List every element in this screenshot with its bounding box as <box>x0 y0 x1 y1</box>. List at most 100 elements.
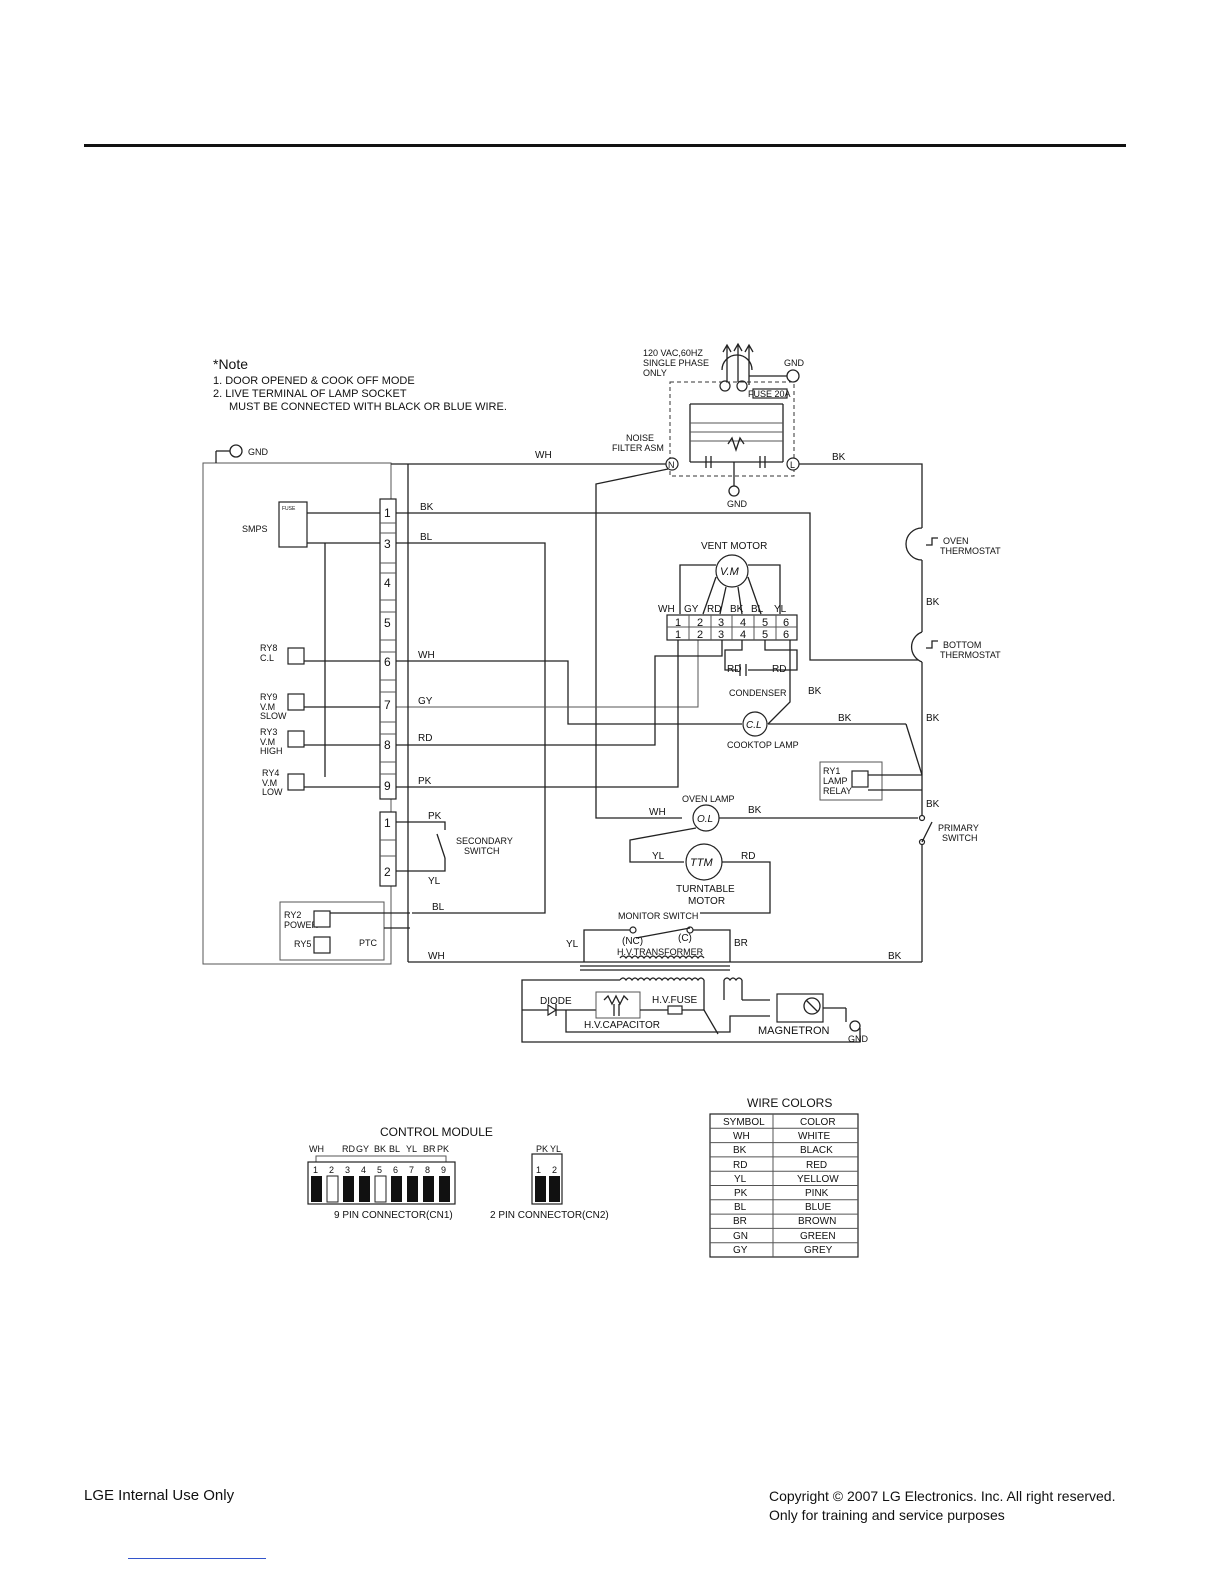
ry2-sub: POWER <box>284 920 319 930</box>
vm-symbol-text: V.M <box>720 566 740 578</box>
control-gnd-label: GND <box>248 447 269 457</box>
hv-fuse-label: H.V.FUSE <box>652 995 698 1006</box>
l-terminal-label: L <box>790 460 795 470</box>
wire-label-bl-ry2: BL <box>432 902 445 913</box>
ry3-sub-1: V.M <box>260 737 275 747</box>
cn1-pin-4: 4 <box>384 576 391 590</box>
wc-symbol: YL <box>734 1174 747 1185</box>
wc-symbol: BL <box>734 1202 747 1213</box>
wire-label-yl-ttm: YL <box>652 851 665 862</box>
cn1-label-wh: WH <box>309 1144 324 1154</box>
ry9-label: RY9 <box>260 692 277 702</box>
ry9-sub-2: SLOW <box>260 711 287 721</box>
cn1-label-gy: GY <box>356 1144 369 1154</box>
cn2-num-1: 1 <box>536 1165 541 1175</box>
supply-gnd-label: GND <box>784 358 805 368</box>
noise-filter-label-2: FILTER ASM <box>612 443 664 453</box>
secondary-switch-label-1: SECONDARY <box>456 836 513 846</box>
cn1-num-8: 8 <box>425 1165 430 1175</box>
control-ground-icon <box>229 444 243 458</box>
cn1-label-bk: BK <box>374 1144 386 1154</box>
filter-gnd-label: GND <box>727 499 748 509</box>
condenser-label: CONDENSER <box>729 688 787 698</box>
wire-label-wh-bottom: WH <box>428 951 445 962</box>
varistor-icon <box>727 436 745 453</box>
supply-line-3: ONLY <box>643 368 667 378</box>
cl-symbol-text: C.L <box>746 720 762 731</box>
bottom-thermostat: BOTTOM THERMOSTAT <box>910 631 1001 663</box>
wire-colors-header-color: COLOR <box>800 1117 836 1128</box>
supply-line-2: SINGLE PHASE <box>643 358 709 368</box>
hv-capacitor-block <box>595 991 641 1019</box>
cooktop-lamp-label: COOKTOP LAMP <box>727 740 799 750</box>
wire-label-gy-pin7: GY <box>418 696 433 707</box>
wc-color: GREY <box>804 1245 833 1256</box>
turntable-motor: TTM YL RD TURNTABLE MOTOR <box>652 843 771 914</box>
primary-switch: PRIMARY SWITCH <box>918 814 979 846</box>
cn1-pin-5: 5 <box>384 616 391 630</box>
ry5-label: RY5 <box>294 939 311 949</box>
noise-filter-label-1: NOISE <box>626 433 654 443</box>
vm-pin-top-3: 3 <box>718 617 724 629</box>
power-supply: 120 VAC,60HZ SINGLE PHASE ONLY GND FUSE … <box>612 342 805 509</box>
fuse-label: FUSE 20A <box>748 389 791 399</box>
monitor-c-label: (C) <box>678 933 692 944</box>
cn1-connector <box>379 498 397 800</box>
cn1-num-6: 6 <box>393 1165 398 1175</box>
copyright-line: Copyright © 2007 LG Electronics. Inc. Al… <box>769 1488 1116 1504</box>
vm-pin-top-6: 6 <box>783 617 789 629</box>
bottom-thermostat-icon <box>910 631 923 663</box>
vm-pin-top-2: 2 <box>697 617 703 629</box>
relay-ry4: RY4 V.M LOW <box>262 768 380 797</box>
wc-symbol: BK <box>733 1145 747 1156</box>
wc-symbol: BR <box>733 1216 747 1227</box>
cn1-label-yl: YL <box>406 1144 417 1154</box>
magnetron: GND MAGNETRON <box>742 993 869 1044</box>
wire-label-br-hv: BR <box>734 938 748 949</box>
wc-symbol: WH <box>733 1131 750 1142</box>
cn1-label-bl: BL <box>389 1144 400 1154</box>
filament-winding-icon <box>723 977 743 982</box>
bottom-thermostat-label-1: BOTTOM <box>943 640 981 650</box>
cn1-num-4: 4 <box>361 1165 366 1175</box>
cn1-pin-8: 8 <box>384 738 391 752</box>
vm-pin-top-4: 4 <box>740 617 746 629</box>
monitor-nc-label: (NC) <box>622 936 643 947</box>
wire-colors-title: WIRE COLORS <box>747 1096 832 1110</box>
cn1-pin-1: 1 <box>384 506 391 520</box>
vm-pin-bottom-2: 2 <box>697 629 703 641</box>
cn1-pin-9: 9 <box>384 779 391 793</box>
ry9-sub-1: V.M <box>260 702 275 712</box>
vm-pin-bottom-4: 4 <box>740 629 746 641</box>
hv-fuse-icon <box>667 1005 683 1015</box>
cn1-numbers: 1 2 3 4 5 6 7 8 9 <box>313 1165 446 1175</box>
footer-internal-notice: LGE Internal Use Only <box>84 1487 235 1504</box>
wire-label-rd-ttm: RD <box>741 851 755 862</box>
bleeder-resistor-icon <box>603 994 629 1006</box>
cn1-pin-7: 7 <box>384 698 391 712</box>
ry4-label: RY4 <box>262 768 279 778</box>
lamp-relay-label-1: RY1 <box>823 766 840 776</box>
primary-switch-label-1: PRIMARY <box>938 823 979 833</box>
oven-thermostat: OVEN THERMOSTAT <box>905 527 1001 561</box>
wire-label-yl-hv: YL <box>566 939 579 950</box>
oven-thermostat-label-1: OVEN <box>943 536 969 546</box>
cn1-num-3: 3 <box>345 1165 350 1175</box>
oven-thermostat-label-2: THERMOSTAT <box>940 546 1001 556</box>
note-block: *Note 1. DOOR OPENED & COOK OFF MODE 2. … <box>213 356 507 413</box>
smps-label: SMPS <box>242 524 268 534</box>
note-line-2: 2. LIVE TERMINAL OF LAMP SOCKET <box>213 388 407 400</box>
cn2-num-2: 2 <box>552 1165 557 1175</box>
monitor-switch-label: MONITOR SWITCH <box>618 911 698 921</box>
wc-color: RED <box>806 1160 827 1171</box>
n-terminal-top <box>719 380 731 392</box>
wire-label-bk-pin1: BK <box>420 502 434 513</box>
transformer-primary-icon <box>619 955 705 960</box>
